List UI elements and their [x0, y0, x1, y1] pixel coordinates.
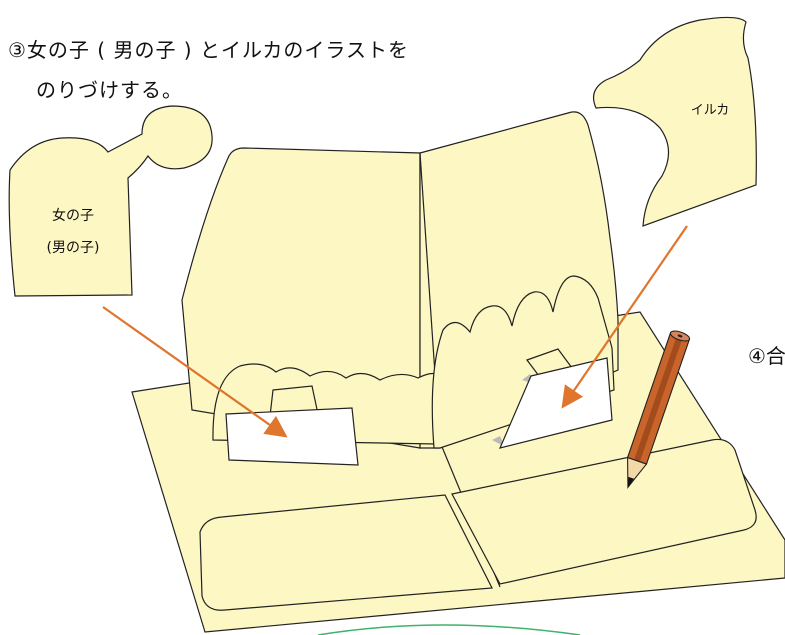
girl-label-line1: 女の子 — [52, 207, 94, 224]
arrow-girl-to-card — [102, 306, 288, 438]
right-white-card — [498, 357, 613, 449]
instruction-line-2: のりづけする。 — [36, 78, 183, 102]
pencil-icon — [626, 330, 691, 489]
dolphin-label: イルカ — [691, 103, 730, 118]
left-white-card — [225, 407, 359, 466]
arrow-dolphin-to-card — [561, 225, 688, 409]
dolphin-illustration-shape: イルカ — [593, 16, 757, 227]
green-guide-arc — [317, 624, 581, 635]
girl-label-line2: (男の子) — [47, 240, 100, 256]
girl-illustration-shape: 女の子 (男の子) — [8, 105, 213, 297]
next-step-label: ④合 — [748, 344, 785, 368]
instruction-line-1: ③女の子 ( 男の子 ) とイルカのイラストを — [8, 38, 409, 62]
